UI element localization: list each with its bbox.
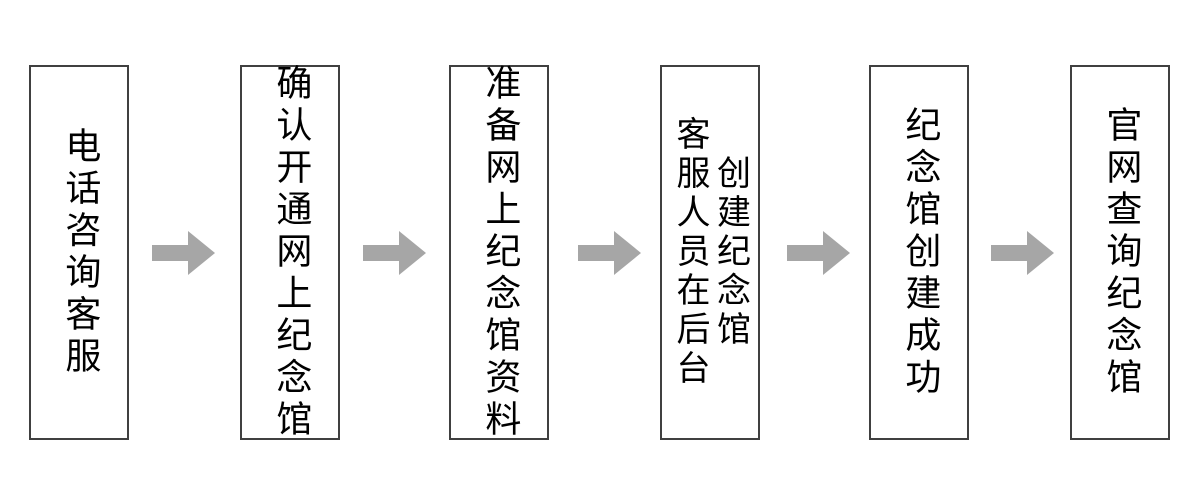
arrow-right-icon	[991, 231, 1054, 275]
flow-arrow-5	[991, 230, 1055, 276]
flow-arrow-3	[578, 230, 642, 276]
process-node-2[interactable]: 确认开通网上纪念馆	[240, 63, 340, 442]
process-node-4-label-col2: 创建纪念馆	[710, 155, 751, 350]
arrow-right-icon	[787, 231, 850, 275]
process-node-5[interactable]: 纪念馆创建成功	[869, 65, 969, 440]
process-node-4-columns: 客服人员在后台 创建纪念馆	[670, 116, 751, 389]
arrow-right-icon	[578, 231, 641, 275]
process-node-1-label: 电话咨询客服	[59, 126, 101, 379]
process-node-3[interactable]: 准备网上纪念馆资料	[449, 63, 549, 442]
process-node-6-label: 官网查询纪念馆	[1100, 105, 1142, 400]
arrow-right-icon	[363, 231, 426, 275]
process-node-2-label: 确认开通网上纪念馆	[270, 63, 312, 442]
process-node-4[interactable]: 客服人员在后台 创建纪念馆	[660, 65, 760, 440]
process-node-5-label: 纪念馆创建成功	[899, 105, 941, 400]
process-node-4-label-col1: 客服人员在后台	[670, 116, 710, 389]
flow-arrow-2	[363, 230, 427, 276]
process-node-6[interactable]: 官网查询纪念馆	[1070, 65, 1170, 440]
flow-arrow-1	[152, 230, 216, 276]
process-node-1[interactable]: 电话咨询客服	[29, 65, 129, 440]
process-node-3-label: 准备网上纪念馆资料	[479, 63, 521, 442]
flow-arrow-4	[787, 230, 851, 276]
arrow-right-icon	[152, 231, 215, 275]
